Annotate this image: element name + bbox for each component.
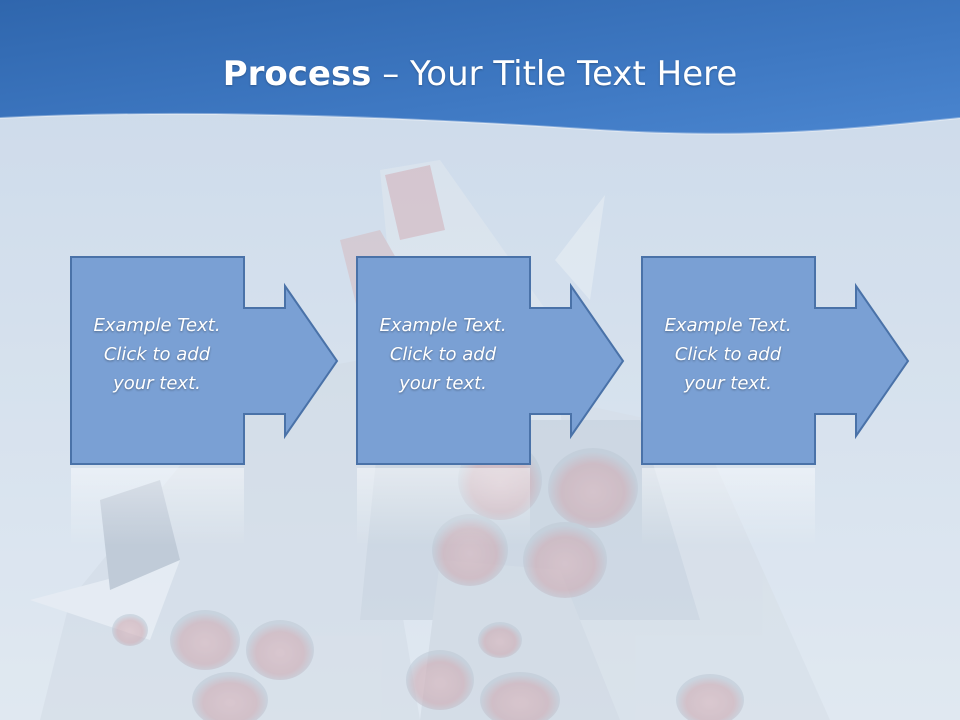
step-text-line-1: Example Text. [664, 315, 792, 336]
step-text-line-2: Click to add [389, 344, 497, 365]
step-text-line-3: your text. [684, 373, 772, 394]
step-text-line-3: your text. [399, 373, 487, 394]
process-step-2[interactable]: Example Text. Click to add your text. [356, 256, 626, 556]
step-text-line-2: Click to add [103, 344, 211, 365]
step-text-line-3: your text. [113, 373, 201, 394]
process-step-1[interactable]: Example Text. Click to add your text. [70, 256, 340, 556]
arrow-callout-shape [356, 256, 625, 546]
step-text[interactable]: Example Text. Click to add your text. [360, 311, 526, 398]
slide-title[interactable]: Process – Your Title Text Here [0, 52, 960, 96]
arrow-callout-shape [70, 256, 339, 546]
arrow-callout-shape [641, 256, 910, 546]
step-text[interactable]: Example Text. Click to add your text. [645, 311, 811, 398]
title-bold: Process [222, 54, 372, 94]
step-text-line-1: Example Text. [93, 315, 221, 336]
title-rest: – Your Title Text Here [371, 54, 738, 94]
step-text-line-1: Example Text. [379, 315, 507, 336]
process-step-3[interactable]: Example Text. Click to add your text. [641, 256, 911, 556]
step-text-line-2: Click to add [674, 344, 782, 365]
step-text[interactable]: Example Text. Click to add your text. [74, 311, 240, 398]
